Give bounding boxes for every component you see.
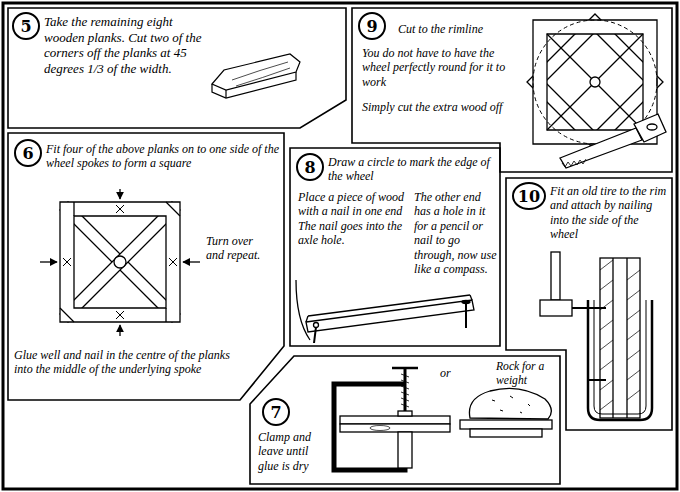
panel-outline	[8, 133, 284, 400]
clamp-drawing	[340, 424, 450, 432]
saw-drawing	[647, 124, 657, 130]
instruction-text: Draw a circle to mark the edge of the wh…	[328, 155, 496, 184]
instruction-text: Place a piece of wood with a nail in one…	[298, 190, 410, 248]
step-number: 7	[262, 398, 290, 426]
compass-drawing	[296, 280, 310, 340]
saw-drawing	[562, 159, 586, 167]
compass-drawing	[306, 316, 308, 322]
instruction-text: The other end has a hole in it for a pen…	[414, 190, 498, 276]
clamp-drawing	[370, 426, 390, 431]
step-panel: 9 Cut to the rimlineYou do not have to ha…	[352, 8, 672, 172]
rim-tire-drawing	[600, 258, 640, 418]
rim-tire-drawing	[588, 258, 652, 420]
compass-drawing	[296, 280, 474, 343]
direction-arrow	[40, 189, 200, 336]
step-panel: 10Fit an old tire to the rim and attach …	[506, 178, 672, 430]
hammer-drawing	[572, 307, 606, 309]
hammer-drawing	[540, 300, 572, 316]
instruction-text: Fit four of the above planks on to one s…	[46, 142, 280, 171]
clamp-drawing	[398, 411, 412, 416]
compass-drawing	[465, 302, 467, 328]
square-frame-drawing	[60, 202, 180, 322]
saw-drawing	[634, 114, 666, 142]
step-number: 10	[512, 182, 546, 210]
compass-drawing	[308, 295, 470, 316]
instruction-text: Rock for a weight	[496, 360, 556, 388]
instruction-text: Glue well and nail in the centre of the …	[14, 348, 234, 377]
clamp-drawing	[401, 374, 409, 407]
direction-arrow	[40, 261, 57, 262]
rock-weight-drawing	[460, 388, 552, 437]
compass-drawing	[314, 327, 316, 343]
rim-tire-drawing	[612, 258, 613, 418]
compass-drawing	[314, 323, 319, 328]
clamp-drawing	[392, 367, 418, 370]
plank-drawing	[212, 54, 300, 98]
rock-weight-drawing	[469, 388, 551, 419]
instruction-text: Fit an old tire to the rim and attach by…	[550, 184, 668, 242]
step-panel: 5Take the remaining eight wooden planks.…	[8, 8, 346, 128]
instruction-text: or	[440, 366, 470, 380]
clamp-drawing	[340, 416, 450, 424]
clamp-drawing	[334, 384, 405, 470]
wheel-cutting-drawing	[590, 77, 600, 87]
square-frame-drawing	[166, 202, 180, 216]
rock-weight-drawing	[492, 396, 530, 413]
panel-outline	[352, 8, 672, 172]
step-number: 8	[296, 153, 324, 181]
rock-weight-drawing	[460, 420, 552, 429]
direction-arrow	[183, 261, 200, 262]
plank-drawing	[232, 62, 290, 86]
square-frame-drawing	[60, 202, 180, 322]
step-panel: 7Clamp and leave until glue is dry or Rock…	[250, 356, 560, 484]
instruction-text: You do not have to have the wheel perfec…	[362, 46, 517, 89]
clamp-drawing	[398, 432, 412, 468]
clamp-drawing	[334, 368, 450, 470]
saw-drawing	[560, 128, 642, 168]
panel-outline	[290, 148, 500, 346]
square-frame-drawing	[114, 256, 126, 268]
rock-weight-drawing	[470, 429, 542, 437]
direction-arrow	[119, 189, 120, 199]
panel-outline	[8, 8, 346, 128]
plank-drawing	[212, 72, 296, 98]
step-number: 9	[358, 12, 386, 40]
square-frame-drawing	[60, 202, 180, 322]
step-panel: 8Draw a circle to mark the edge of the w…	[290, 148, 500, 346]
direction-arrow	[119, 325, 120, 336]
plank-drawing	[225, 90, 226, 98]
step-number: 6	[14, 139, 42, 167]
rim-tire-drawing	[600, 260, 640, 410]
rim-tire-drawing	[594, 300, 646, 414]
rim-tire-drawing	[626, 258, 627, 418]
instruction-text: Simply cut the extra wood off	[362, 100, 517, 114]
square-frame-drawing	[73, 202, 74, 216]
wheel-cutting-drawing	[547, 34, 643, 130]
saw-drawing	[560, 114, 666, 168]
square-frame-drawing	[165, 308, 166, 322]
compass-drawing	[462, 301, 470, 304]
plank-drawing	[212, 54, 300, 90]
step-panel: 6Fit four of the above planks on to one …	[8, 133, 284, 400]
instruction-text: Clamp and leave until glue is dry	[258, 430, 324, 473]
square-frame-drawing	[60, 202, 180, 322]
instruction-text: Turn over and repeat.	[206, 234, 270, 263]
square-frame-drawing	[60, 308, 74, 322]
square-frame-drawing	[63, 205, 177, 319]
rim-tire-drawing	[588, 300, 652, 420]
instruction-text: Cut to the rimline	[398, 22, 520, 36]
outer-frame	[3, 3, 677, 489]
step-number: 5	[12, 12, 40, 40]
hammer-drawing	[540, 252, 606, 380]
hammer-drawing	[588, 379, 606, 381]
wheel-cutting-drawing	[547, 34, 643, 130]
hammer-drawing	[551, 252, 560, 300]
instruction-text: Take the remaining eight wooden planks. …	[44, 14, 208, 76]
compass-drawing	[470, 295, 472, 300]
panel-outline	[506, 178, 672, 430]
panel-outline	[250, 356, 560, 484]
